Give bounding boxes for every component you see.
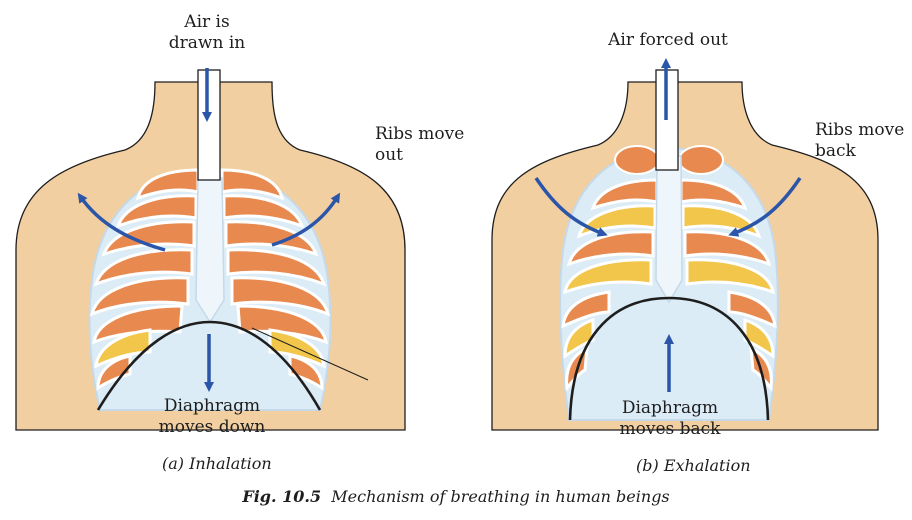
exhalation-diaphragm-label-line1: Diaphragm	[621, 398, 719, 418]
inhalation-ribs-label-line2: out	[375, 145, 404, 165]
inhalation-ribcage	[88, 168, 332, 411]
exhalation-panel	[491, 58, 879, 431]
inhalation-diaphragm-label-line1: Diaphragm	[163, 396, 261, 416]
inhalation-caption: (a) Inhalation	[162, 454, 272, 473]
exhalation-rib-back-arrow-left	[534, 177, 608, 237]
inhalation-diaphragm-label: Diaphragm moves down	[152, 396, 272, 438]
inhalation-rib-out-arrow-right	[271, 192, 341, 247]
exhalation-caption: (b) Exhalation	[636, 456, 751, 475]
exhalation-ribs-label-line2: back	[815, 141, 856, 161]
exhalation-ribs-label: Ribs move back	[815, 120, 904, 162]
inhalation-air-label-line1: Air is	[184, 12, 230, 32]
figure-title: Mechanism of breathing in human beings	[331, 487, 670, 506]
inhalation-rib-out-arrow-left	[77, 192, 166, 252]
inhalation-air-label-line2: drawn in	[168, 33, 246, 53]
inhalation-air-label: Air is drawn in	[162, 12, 252, 54]
inhalation-pointer-line	[251, 327, 369, 381]
inhalation-ribs-label-line1: Ribs move	[375, 124, 465, 144]
exhalation-ribs-label-line1: Ribs move	[815, 120, 905, 140]
inhalation-panel	[15, 68, 406, 431]
exhalation-diaphragm-label-line2: moves back	[619, 419, 721, 439]
inhalation-trachea	[197, 69, 221, 181]
exhalation-diaphragm-label: Diaphragm moves back	[610, 398, 730, 440]
figure-caption: Fig. 10.5 Mechanism of breathing in huma…	[0, 487, 912, 506]
inhalation-diaphragm	[96, 320, 322, 411]
figure-number: Fig. 10.5	[242, 487, 322, 506]
exhalation-rib-back-arrow-right	[728, 177, 802, 237]
inhalation-diaphragm-label-line2: moves down	[158, 417, 266, 437]
exhalation-diaphragm	[568, 296, 770, 421]
exhalation-air-label: Air forced out	[608, 30, 728, 50]
inhalation-ribs-label: Ribs move out	[375, 124, 464, 166]
